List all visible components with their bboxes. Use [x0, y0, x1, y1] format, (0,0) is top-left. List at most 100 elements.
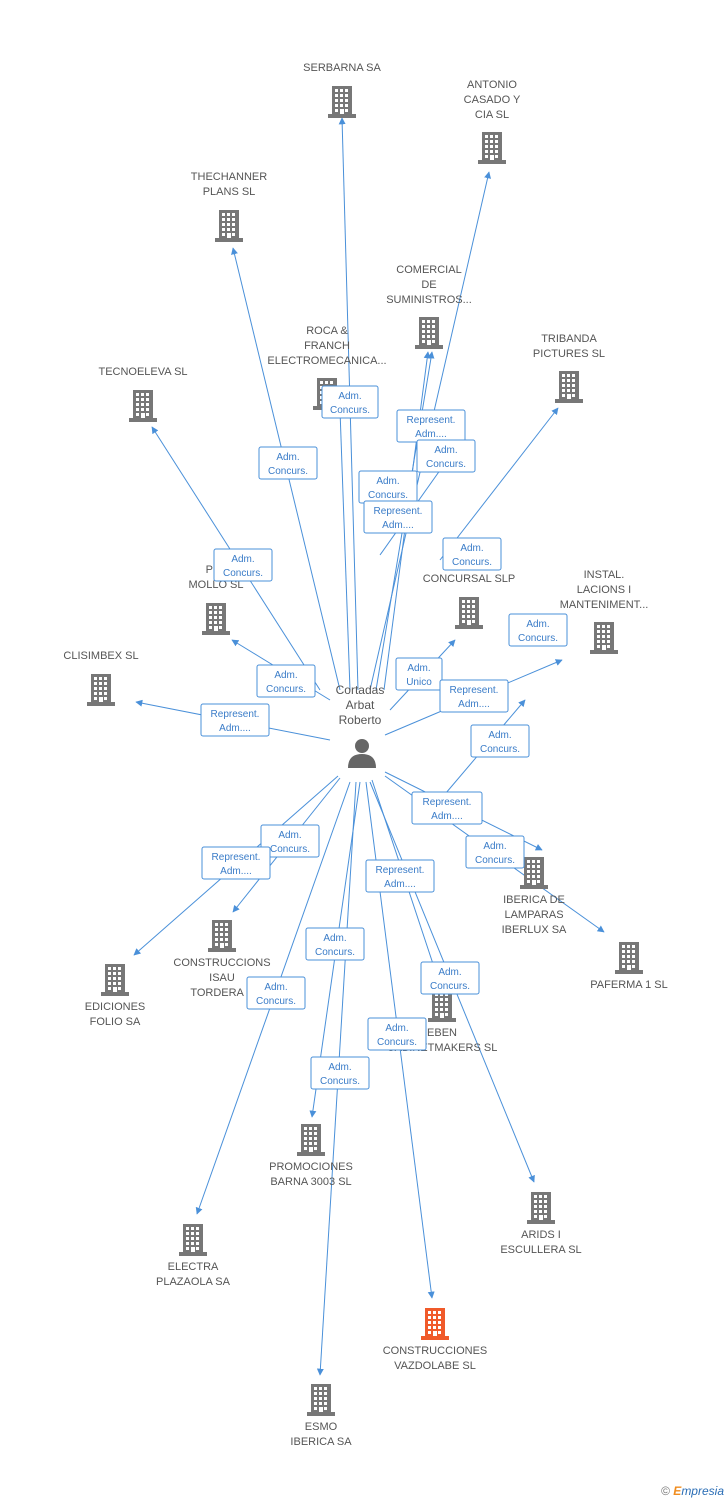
relation-label-r_roca[interactable]: Adm.Concurs.	[321, 385, 379, 419]
relation-label-r_electra[interactable]: Adm.Concurs.	[246, 976, 306, 1010]
company-name-line: ANTONIO	[467, 79, 517, 91]
company-node-instal[interactable]: INSTAL.LACIONS IMANTENIMENT...	[560, 569, 649, 654]
company-node-tecnoeleva[interactable]: TECNOELEVA SL	[98, 366, 188, 422]
person-name-line: Cortadas	[336, 683, 385, 697]
company-node-paferma[interactable]: PAFERMA 1 SL	[590, 942, 668, 991]
relation-label-r_thechanner[interactable]: Adm. Concurs.	[258, 446, 318, 480]
relation-label-r_com_adm[interactable]: Adm.Concurs.	[416, 439, 476, 473]
relation-label-r_represent_mid[interactable]: Represent.Adm....	[363, 500, 433, 534]
relation-label-r_com2[interactable]: Adm.Concurs.	[358, 470, 418, 504]
building-icon	[101, 964, 129, 996]
company-name-line: ESCULLERA SL	[500, 1244, 581, 1256]
relation-label-r_paferma[interactable]: Adm.Concurs.	[465, 835, 525, 869]
company-name-line: ROCA &	[306, 325, 348, 337]
person-name-line: Roberto	[339, 713, 382, 727]
relation-text-line: Adm.	[323, 933, 346, 944]
company-name-line: PROMOCIONES	[269, 1161, 353, 1173]
building-icon	[87, 674, 115, 706]
company-name-line: ISAU	[209, 972, 235, 984]
relation-label-r_unico[interactable]: Adm.Unico	[395, 657, 443, 691]
company-name-line: INSTAL.	[584, 569, 625, 581]
relation-text-line: Adm.	[438, 967, 461, 978]
relation-label-r_clisimbex[interactable]: Represent.Adm....	[200, 703, 270, 737]
company-name-line: DE	[421, 279, 436, 291]
relation-text-line: Concurs.	[452, 557, 492, 568]
relation-label-r_represent_left[interactable]: Represent.Adm....	[201, 846, 271, 880]
company-node-clisimbex[interactable]: CLISIMBEX SL	[63, 650, 139, 706]
relation-text-line: Adm....	[458, 699, 490, 710]
relation-text-line: Concurs.	[266, 684, 306, 695]
relation-label-r_represent_right[interactable]: Represent.Adm....	[411, 791, 483, 825]
relation-text-line: Adm.	[376, 476, 399, 487]
relation-text-line: Concurs.	[475, 855, 515, 866]
relation-edge	[336, 409, 351, 691]
relation-label-r_promo[interactable]: Adm. Concurs.	[305, 927, 365, 961]
company-node-concursal[interactable]: COCONCURSAL SLP	[423, 558, 516, 629]
relation-label-r_tecno[interactable]: Adm.Concurs.	[213, 548, 273, 582]
building-icon	[215, 210, 243, 242]
relation-text-line: Concurs.	[256, 996, 296, 1007]
company-name-line: THECHANNER	[191, 171, 267, 183]
person-name-line: Arbat	[346, 698, 375, 712]
company-name-line: ELECTROMECANICA...	[267, 355, 386, 367]
relation-text-line: Represent.	[407, 415, 456, 426]
relation-text-line: Concurs.	[268, 466, 308, 477]
relation-label-r_represent_com[interactable]: Represent. Adm....	[396, 409, 466, 443]
company-name-line: PLANS SL	[203, 186, 256, 198]
company-name-line: IBERLUX SA	[502, 924, 567, 936]
relation-text-line: Concurs.	[377, 1037, 417, 1048]
relation-text-line: Concurs.	[430, 981, 470, 992]
relation-label-r_iberica[interactable]: Adm. Concurs.	[470, 724, 530, 758]
building-icon	[307, 1384, 335, 1416]
relation-text-line: Adm.	[276, 452, 299, 463]
relation-label-r_isau[interactable]: Adm.Concurs.	[260, 824, 320, 858]
relation-label-r_vazdolabe[interactable]: Adm.Concurs.	[367, 1017, 427, 1051]
building-icon	[202, 603, 230, 635]
company-node-thechanner[interactable]: THECHANNER PLANS SL	[191, 171, 267, 242]
relation-text-line: Adm.	[328, 1062, 351, 1073]
company-node-comercial[interactable]: COMERCIALDESUMINISTROS...	[386, 264, 472, 349]
relation-text-line: Concurs.	[426, 459, 466, 470]
company-name-line: MOLLO SL	[188, 579, 243, 591]
building-icon	[455, 597, 483, 629]
relation-label-r_eben[interactable]: Adm. Concurs.	[420, 961, 480, 995]
relation-label-r_represent_conc[interactable]: Represent.Adm....	[439, 679, 509, 713]
company-name-line: SUMINISTROS...	[386, 294, 472, 306]
company-name-line: SERBARNA SA	[303, 62, 381, 74]
relation-label-r_esmo[interactable]: Adm.Concurs.	[310, 1056, 370, 1090]
company-name-line: CIA SL	[475, 109, 509, 121]
relation-label-r_tribanda[interactable]: Adm.Concurs.	[442, 537, 502, 571]
relation-text-line: Adm.	[407, 663, 430, 674]
company-name-line: MANTENIMENT...	[560, 599, 649, 611]
company-name-line: ARIDS I	[521, 1229, 561, 1241]
company-name-line: TRIBANDA	[541, 333, 597, 345]
relation-text-line: Concurs.	[270, 844, 310, 855]
relation-text-line: Adm.	[488, 730, 511, 741]
company-node-arids[interactable]: ARIDS I ESCULLERA SL	[500, 1192, 582, 1256]
relation-text-line: Adm....	[415, 429, 447, 440]
building-icon	[415, 317, 443, 349]
empresia-logo: Empresia	[673, 1484, 724, 1498]
relation-text-line: Concurs.	[480, 744, 520, 755]
footer-brand[interactable]: © Empresia	[661, 1484, 724, 1498]
relation-label-r_represent_eben[interactable]: Represent.Adm....	[365, 859, 435, 893]
company-node-serbarna[interactable]: SERBARNA SA	[303, 62, 381, 118]
relation-text-line: Concurs.	[315, 947, 355, 958]
company-name-line: IBERICA SA	[290, 1436, 352, 1448]
relation-label-r_instal[interactable]: Adm.Concurs.	[508, 613, 568, 647]
person-icon	[348, 739, 376, 768]
building-icon	[615, 942, 643, 974]
relation-text-line: Concurs.	[223, 568, 263, 579]
company-name-line: PAFERMA 1 SL	[590, 979, 667, 991]
relation-label-r_pla[interactable]: Adm.Concurs.	[256, 664, 316, 698]
